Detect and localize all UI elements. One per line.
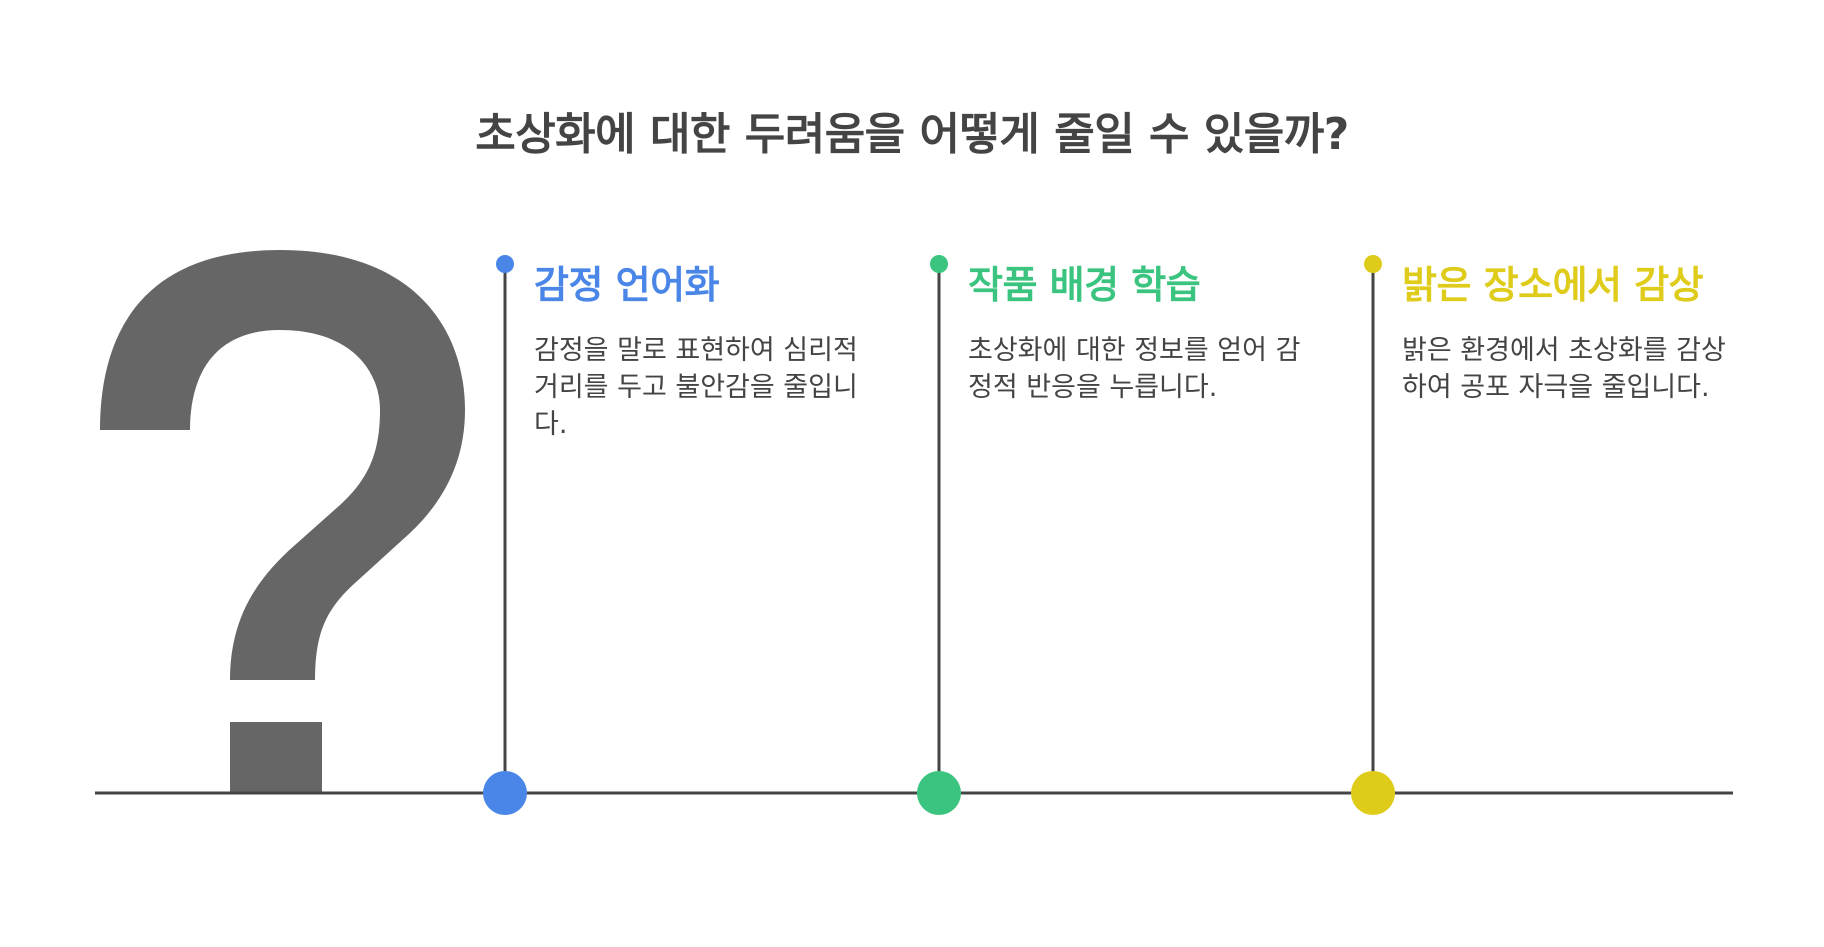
step-marker-1 bbox=[483, 255, 527, 815]
step-node-3 bbox=[1351, 771, 1395, 815]
question-mark-hook bbox=[100, 250, 465, 680]
step-node-1 bbox=[483, 771, 527, 815]
step-1-heading: 감정 언어화 bbox=[534, 263, 720, 307]
step-marker-2 bbox=[917, 255, 961, 815]
step-top-dot-1 bbox=[496, 255, 514, 273]
step-1: 감정 언어화 감정을 말로 표현하여 심리적 거리를 두고 불안감을 줄입니다. bbox=[534, 262, 874, 443]
step-2-description: 초상화에 대한 정보를 얻어 감정적 반응을 누릅니다. bbox=[968, 335, 1301, 403]
question-mark-dot bbox=[230, 722, 322, 794]
step-node-2 bbox=[917, 771, 961, 815]
step-1-description: 감정을 말로 표현하여 심리적 거리를 두고 불안감을 줄입니다. bbox=[534, 335, 858, 440]
step-3: 밝은 장소에서 감상 밝은 환경에서 초상화를 감상하여 공포 자극을 줄입니다… bbox=[1402, 262, 1742, 406]
step-marker-3 bbox=[1351, 255, 1395, 815]
step-top-dot-2 bbox=[930, 255, 948, 273]
question-mark-icon bbox=[100, 250, 465, 794]
step-2: 작품 배경 학습 초상화에 대한 정보를 얻어 감정적 반응을 누릅니다. bbox=[968, 262, 1308, 406]
step-3-heading: 밝은 장소에서 감상 bbox=[1402, 263, 1704, 307]
step-top-dot-3 bbox=[1364, 255, 1382, 273]
step-3-description: 밝은 환경에서 초상화를 감상하여 공포 자극을 줄입니다. bbox=[1402, 335, 1726, 403]
step-2-heading: 작품 배경 학습 bbox=[968, 263, 1201, 307]
diagram-title: 초상화에 대한 두려움을 어떻게 줄일 수 있을까? bbox=[475, 109, 1349, 160]
